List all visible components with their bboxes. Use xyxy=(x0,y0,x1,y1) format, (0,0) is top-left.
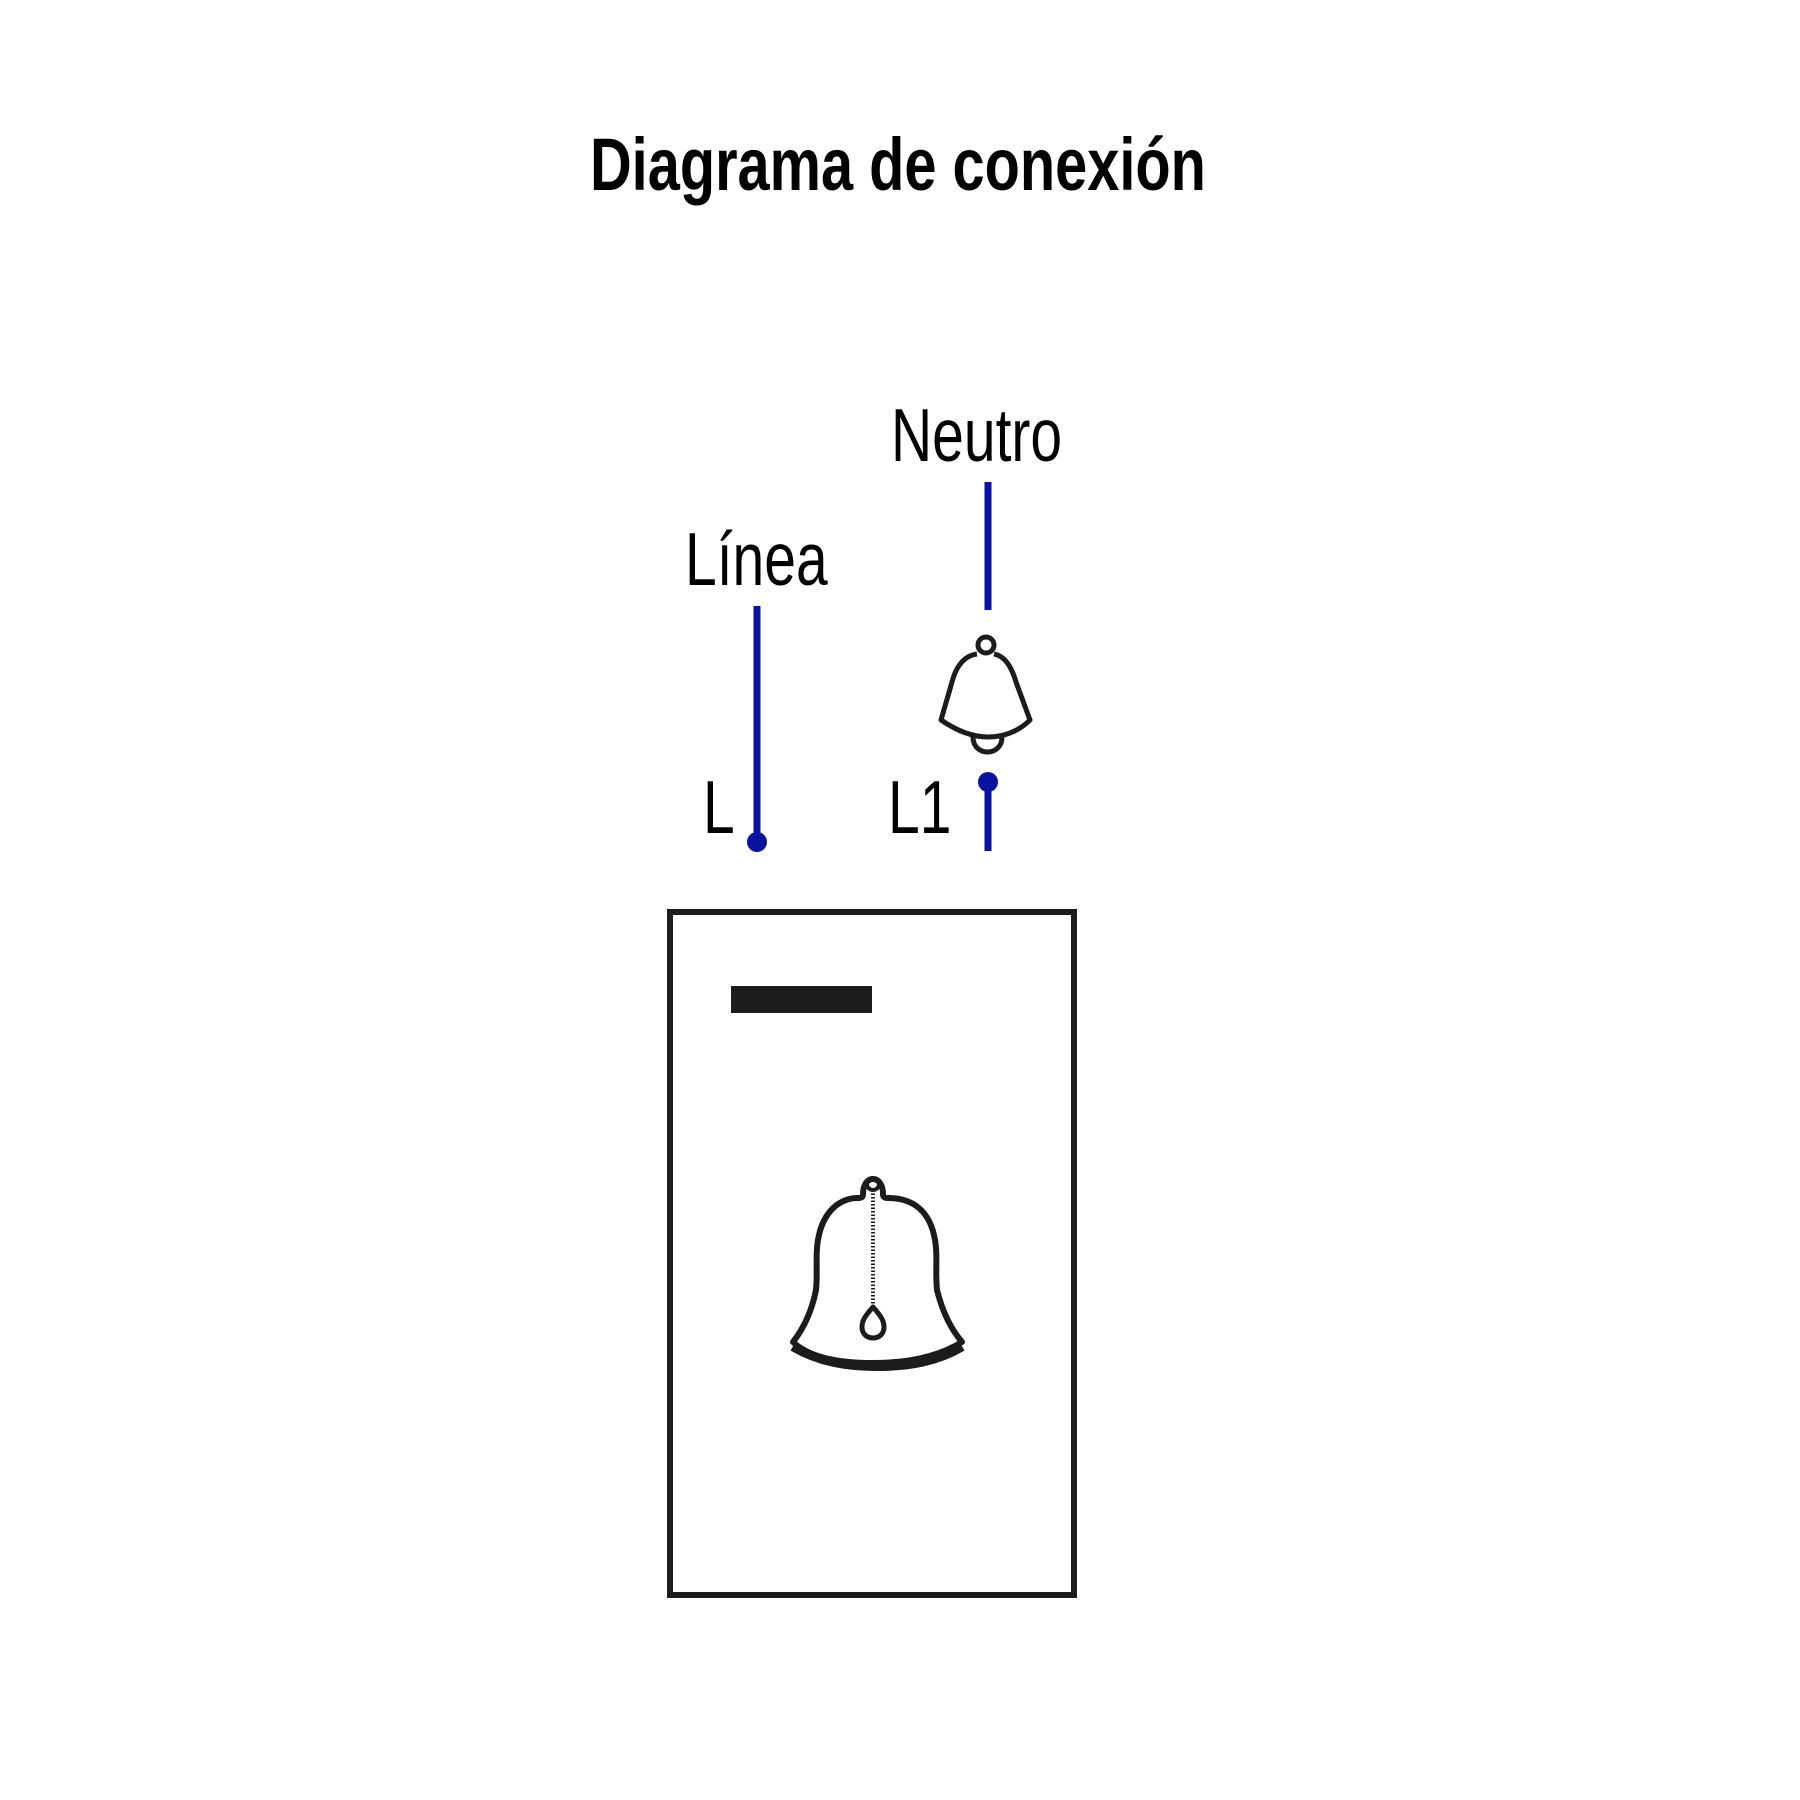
indicator-bar xyxy=(731,986,872,1013)
terminal-l-dot xyxy=(747,832,767,852)
terminal-l-label: L xyxy=(703,765,735,849)
plate-bell-icon xyxy=(790,1176,965,1371)
neutral-label: Neutro xyxy=(891,393,1063,477)
doorbell-plate[interactable] xyxy=(667,909,1077,1598)
diagram-title: Diagrama de conexión xyxy=(590,123,1206,206)
terminal-l1-label: L1 xyxy=(888,765,952,849)
bell-icon xyxy=(938,634,1033,755)
line-label: Línea xyxy=(685,517,828,601)
